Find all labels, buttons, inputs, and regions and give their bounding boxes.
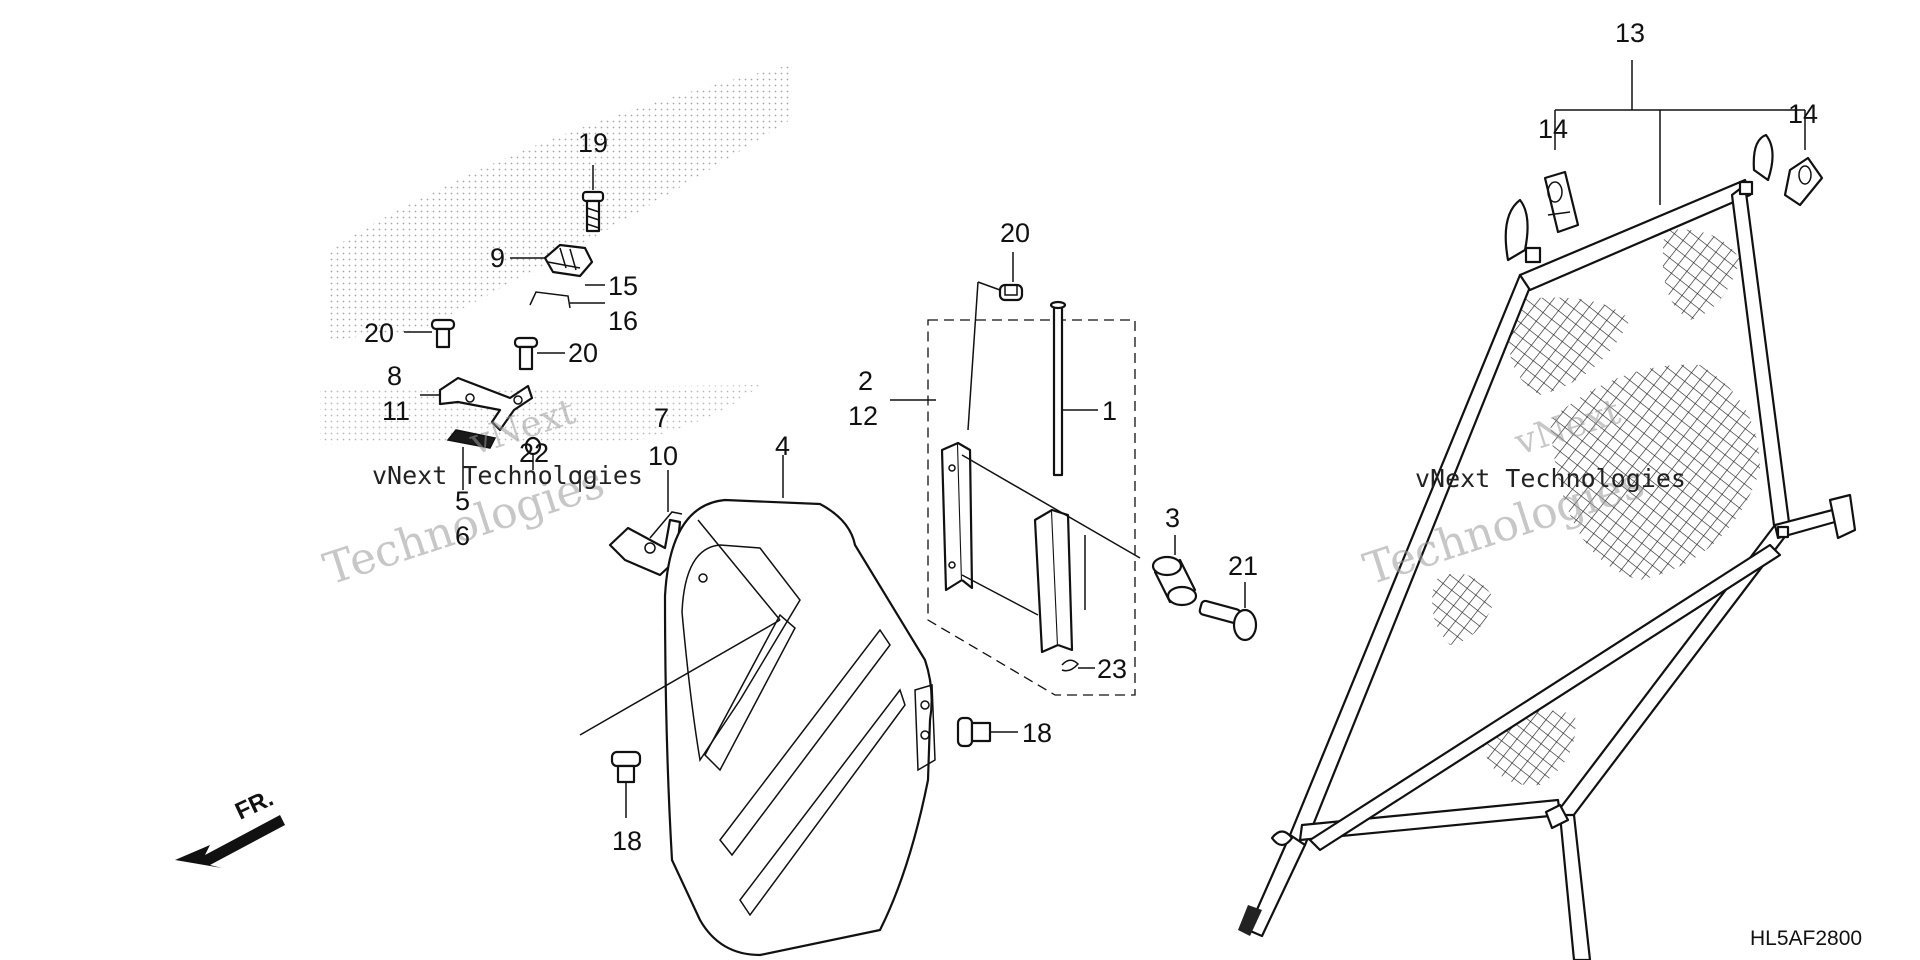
pin-bracket-group	[890, 252, 1141, 696]
latch-body-icon	[543, 243, 594, 278]
callout-5: 5	[455, 486, 470, 516]
callout-10: 10	[648, 441, 678, 471]
direction-label: FR.	[231, 785, 277, 826]
watermark-inline: vNext Technologies	[372, 461, 643, 490]
door-panel-icon	[663, 498, 936, 957]
callout-8: 8	[387, 361, 402, 391]
callout-20-mid: 20	[568, 338, 598, 368]
front-direction-arrow: FR.	[175, 785, 285, 868]
latch-assembly	[404, 165, 683, 577]
callout-16: 16	[608, 306, 638, 336]
bolt-19-icon	[581, 190, 605, 233]
callout-20-left: 20	[364, 318, 394, 348]
bolt-20-left-icon	[430, 318, 456, 349]
buckle-14-left-icon	[1543, 170, 1580, 234]
watermark-inline-right: vNext Technologies	[1415, 464, 1686, 493]
callout-1: 1	[1102, 396, 1117, 426]
stipple-shading	[320, 65, 790, 445]
callout-6: 6	[455, 521, 470, 551]
callout-14-right: 14	[1788, 99, 1818, 129]
collar-3-icon	[1151, 555, 1198, 607]
pin-1-icon	[1049, 300, 1067, 477]
callout-13: 13	[1615, 18, 1645, 48]
bracket-second-icon	[1033, 508, 1074, 654]
callout-18-lower: 18	[612, 826, 642, 856]
bolt-18-lower-icon	[610, 750, 642, 784]
callout-19: 19	[578, 128, 608, 158]
side-net-icon	[1238, 133, 1857, 960]
bracket-2-icon	[940, 441, 974, 592]
callout-15: 15	[608, 271, 638, 301]
callout-labels: 19 9 15 16 20 20 8 11 7 22 10 5 6 4 18 1…	[364, 18, 1818, 856]
callout-7: 7	[654, 403, 669, 433]
plate-icon	[446, 429, 497, 449]
callout-2: 2	[858, 366, 873, 396]
callout-14-left: 14	[1538, 114, 1568, 144]
callout-12: 12	[848, 401, 878, 431]
diagram-code: HL5AF2800	[1750, 927, 1862, 950]
bolt-18-right-icon	[956, 716, 992, 748]
callout-18-right: 18	[1022, 718, 1052, 748]
callout-22: 22	[519, 438, 549, 468]
callout-23: 23	[1097, 654, 1127, 684]
bolt-21-icon	[1198, 599, 1258, 642]
buckle-14-right-icon	[1783, 156, 1824, 207]
bolt-20-mid-icon	[513, 336, 539, 371]
callout-9: 9	[490, 243, 505, 273]
bracket-icon	[438, 376, 534, 432]
hinge-icon	[608, 511, 683, 577]
callout-11: 11	[382, 396, 410, 426]
callout-20-center: 20	[1000, 218, 1030, 248]
callout-3: 3	[1165, 503, 1180, 533]
callout-4: 4	[775, 431, 790, 461]
callout-21: 21	[1228, 551, 1258, 581]
